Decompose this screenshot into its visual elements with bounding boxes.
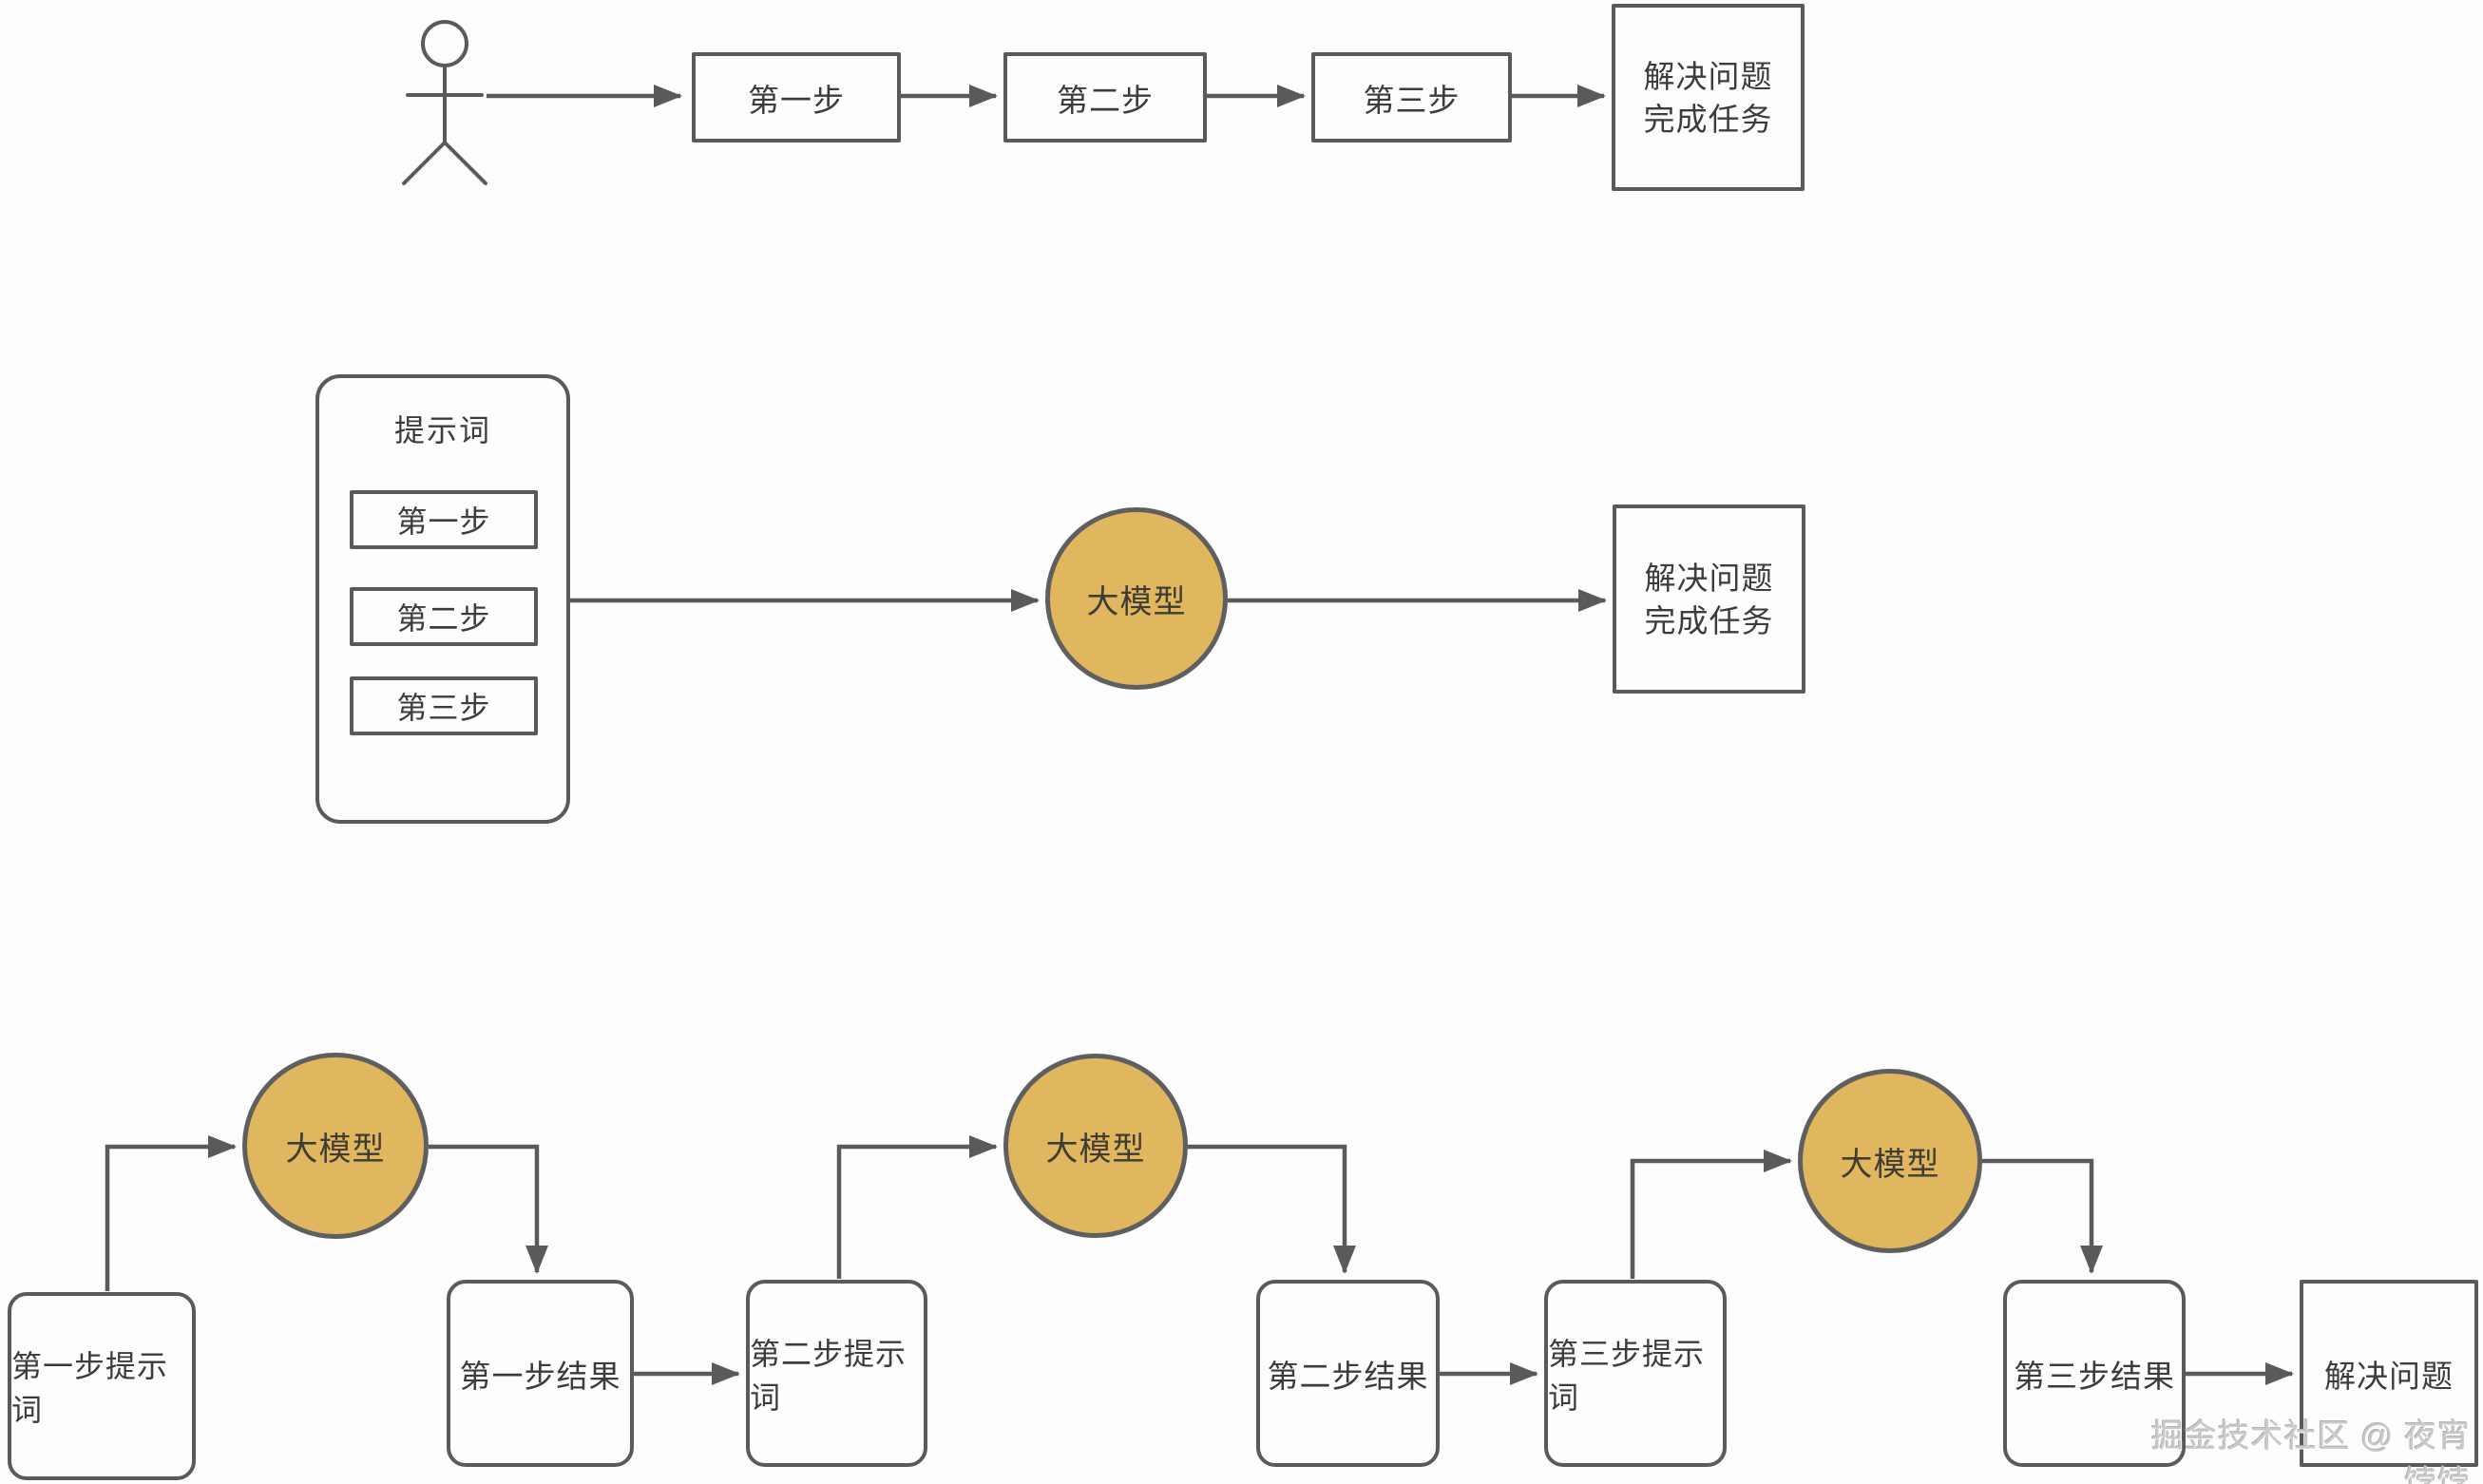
prompt-step2-box: 第二步 xyxy=(350,587,538,646)
solve-mid-line2: 完成任务 xyxy=(1644,602,1774,638)
model-circle-2: 大模型 xyxy=(1003,1054,1188,1238)
prompt1-label: 第一步提示词 xyxy=(11,1349,169,1427)
result1-box: 第一步结果 xyxy=(447,1280,634,1467)
solve-task-box-middle: 解决问题 完成任务 xyxy=(1613,504,1805,694)
model-label-3: 大模型 xyxy=(1840,1146,1940,1183)
model-circle-middle: 大模型 xyxy=(1045,507,1228,690)
result3-label: 第三步结果 xyxy=(2014,1358,2175,1394)
prompt-step1-label: 第一步 xyxy=(396,504,491,539)
arrow-model1-to-result1 xyxy=(429,1144,548,1274)
prompt3-label: 第三步提示词 xyxy=(1548,1336,1706,1415)
arrow-prompt1-to-model1 xyxy=(105,1135,237,1291)
result2-label: 第二步结果 xyxy=(1267,1358,1429,1394)
model-circle-1: 大模型 xyxy=(242,1053,429,1239)
final-solve-label: 解决问题 xyxy=(2324,1358,2454,1394)
watermark-text: 掘金技术社区 @ 夜宵饽饽 xyxy=(2150,1418,2471,1484)
result1-label: 第一步结果 xyxy=(459,1358,621,1394)
prompt2-label: 第二步提示词 xyxy=(750,1336,907,1415)
model-label-2: 大模型 xyxy=(1045,1131,1146,1168)
user-stick-figure-icon xyxy=(402,20,487,185)
arrow-prompt2-to-model2 xyxy=(836,1135,998,1279)
step2-label: 第二步 xyxy=(1057,82,1154,118)
solve-mid-line1: 解决问题 xyxy=(1644,560,1774,596)
arrow-model2-to-result2 xyxy=(1188,1144,1356,1274)
result2-box: 第二步结果 xyxy=(1256,1280,1440,1467)
step2-box: 第二步 xyxy=(1003,52,1207,143)
model-label-middle: 大模型 xyxy=(1086,583,1187,620)
arrow-connectors xyxy=(105,85,2294,1385)
model-circle-3: 大模型 xyxy=(1798,1069,1982,1253)
step1-label: 第一步 xyxy=(748,82,845,118)
model-label-1: 大模型 xyxy=(285,1131,386,1168)
final-solve-box: 解决问题 xyxy=(2300,1280,2478,1467)
solve-line2: 完成任务 xyxy=(1643,101,1773,137)
prompt1-box: 第一步提示词 xyxy=(8,1292,196,1480)
step3-label: 第三步 xyxy=(1363,82,1461,118)
arrow-model3-to-result3 xyxy=(1982,1158,2103,1274)
prompt-step2-label: 第二步 xyxy=(396,601,491,636)
arrow-prompt3-to-model3 xyxy=(1630,1150,1792,1279)
solve-task-box-top: 解决问题 完成任务 xyxy=(1612,4,1805,191)
step1-box: 第一步 xyxy=(692,52,901,143)
prompt3-box: 第三步提示词 xyxy=(1544,1280,1727,1467)
prompt-step3-label: 第三步 xyxy=(396,691,491,725)
prompt-container-title: 提示词 xyxy=(393,413,491,447)
prompt2-box: 第二步提示词 xyxy=(746,1280,927,1467)
prompt-step1-box: 第一步 xyxy=(350,490,538,549)
step3-box: 第三步 xyxy=(1311,52,1512,143)
solve-line1: 解决问题 xyxy=(1643,58,1773,94)
result3-box: 第三步结果 xyxy=(2003,1280,2186,1467)
prompt-step3-box: 第三步 xyxy=(350,676,538,735)
